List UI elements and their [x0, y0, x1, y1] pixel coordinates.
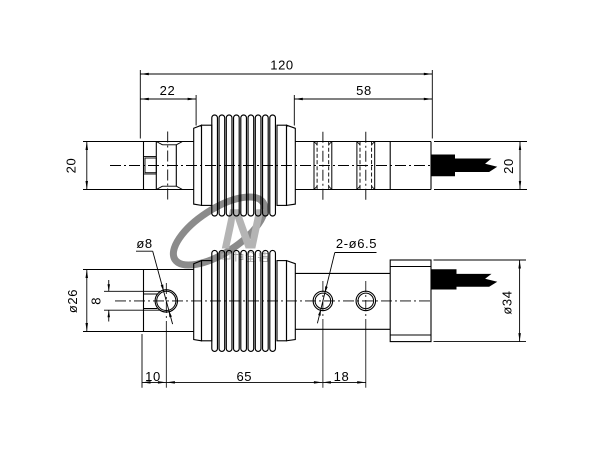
svg-text:ø26: ø26 — [65, 289, 80, 313]
svg-text:22: 22 — [160, 83, 176, 98]
svg-text:8: 8 — [89, 297, 104, 305]
svg-text:18: 18 — [334, 369, 350, 384]
svg-text:65: 65 — [236, 369, 252, 384]
svg-text:58: 58 — [356, 83, 372, 98]
svg-text:2-ø6.5: 2-ø6.5 — [336, 236, 377, 251]
svg-text:20: 20 — [64, 158, 79, 174]
svg-text:10: 10 — [145, 369, 161, 384]
svg-text:ø8: ø8 — [136, 236, 152, 251]
svg-text:20: 20 — [501, 158, 516, 174]
svg-text:ø34: ø34 — [500, 290, 515, 314]
svg-text:120: 120 — [270, 58, 294, 73]
